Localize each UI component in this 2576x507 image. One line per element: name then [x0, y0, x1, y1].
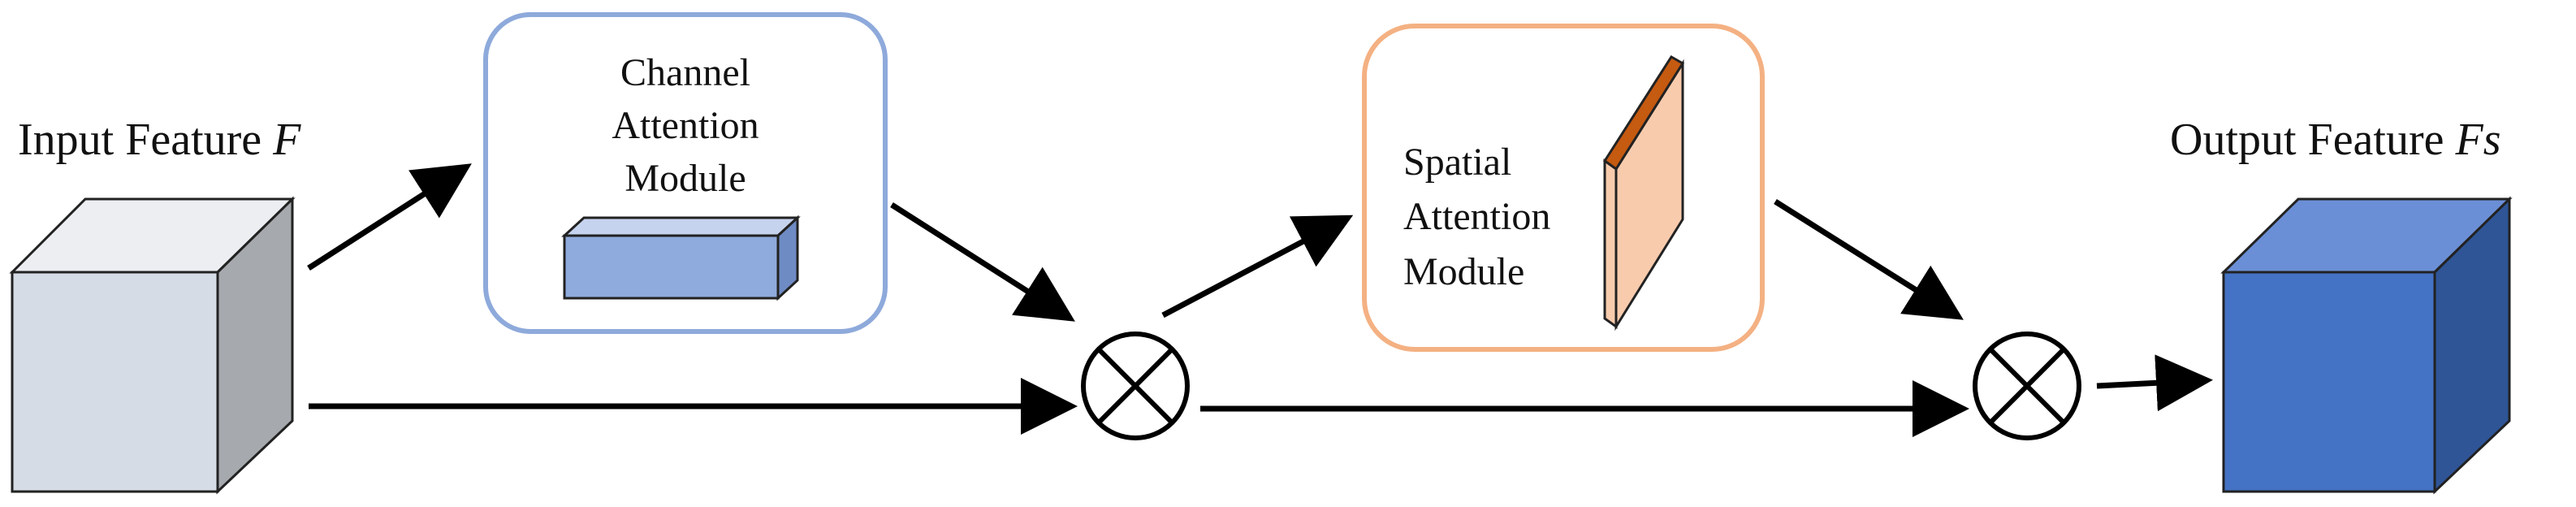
- spatial-module-line-1: Spatial: [1403, 141, 1511, 184]
- arrow-multiply-1-to-spatial: [1161, 214, 1354, 318]
- spatial-block-left: [1603, 158, 1618, 329]
- arrows: [307, 163, 2213, 437]
- channel-attention-module: Channel Attention Module: [483, 12, 888, 334]
- spatial-attention-module: Spatial Attention Module: [1362, 24, 1765, 352]
- input-feature-text: Input Feature: [18, 115, 273, 165]
- channel-module-line-2: Attention: [612, 104, 759, 147]
- channel-block-front: [563, 234, 780, 300]
- output-feature-label: Output Feature Fs: [2170, 115, 2500, 165]
- spatial-module-line-2: Attention: [1403, 195, 1550, 238]
- multiply-operator-2: [1973, 332, 2081, 440]
- spatial-module-border: [1362, 24, 1765, 352]
- channel-block: [561, 214, 801, 301]
- input-feature-label: Input Feature F: [18, 115, 301, 165]
- channel-module-line-1: Channel: [620, 51, 750, 94]
- input-feature-cube: [9, 196, 296, 495]
- spatial-module-line-3: Module: [1403, 250, 1524, 293]
- output-feature-symbol: Fs: [2454, 115, 2500, 165]
- multiply-cross-2: [1096, 347, 1174, 425]
- multiply-cross-2: [1988, 347, 2066, 425]
- arrow-multiply-2-to-output: [2096, 354, 2213, 412]
- input-cube-front: [11, 271, 219, 493]
- output-feature-cube: [2220, 196, 2513, 495]
- arrow-channel-to-multiply-1: [890, 202, 1075, 322]
- arrow-input-to-channel: [307, 163, 472, 271]
- output-feature-text: Output Feature: [2170, 115, 2455, 165]
- spatial-block: [1602, 54, 1685, 332]
- multiply-operator-1: [1081, 332, 1190, 440]
- channel-block-top: [561, 216, 801, 237]
- arrow-spatial-to-multiply-2: [1774, 199, 1964, 320]
- output-cube-front: [2222, 271, 2436, 493]
- channel-module-line-3: Module: [625, 157, 746, 200]
- input-feature-symbol: F: [272, 115, 301, 165]
